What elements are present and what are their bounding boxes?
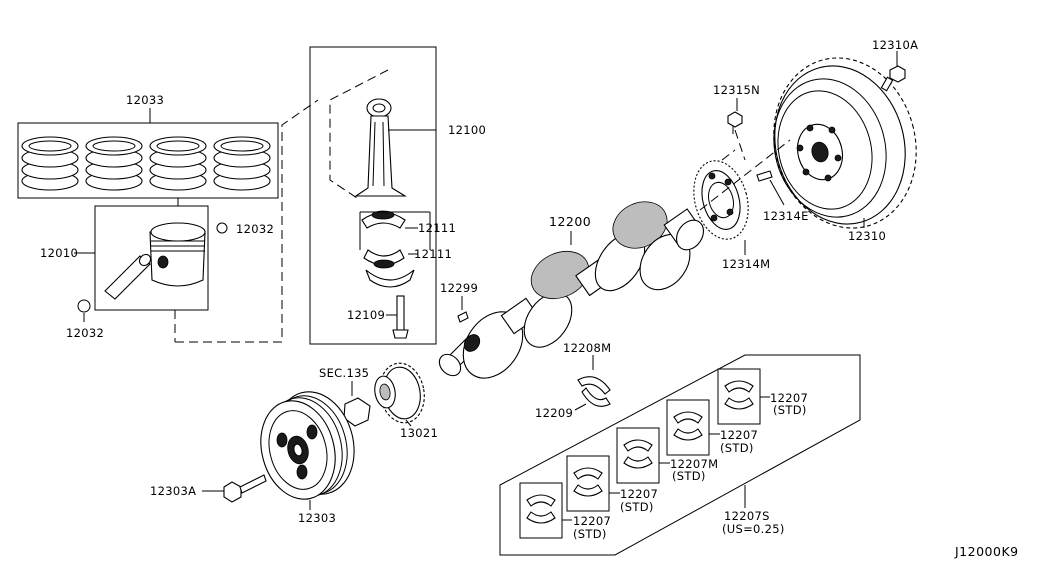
ring-stack-4 [213,136,271,191]
snap-ring-left[interactable] [77,299,91,313]
rod-bearing-lower[interactable] [363,249,405,269]
label-12310[interactable]: 12310 [848,229,886,243]
label-12207s-note[interactable]: (US=0.25) [722,522,785,536]
crankshaft-pulley[interactable] [250,383,365,508]
label-12314m[interactable]: 12314M [722,257,770,271]
snap-ring-right[interactable] [216,222,228,234]
ring-stack-1 [21,136,79,191]
label-bearing-1-std[interactable]: (STD) [573,527,607,541]
label-12200[interactable]: 12200 [549,214,591,229]
label-12315n[interactable]: 12315N [713,83,760,97]
label-12310a[interactable]: 12310A [872,38,918,52]
connecting-rod[interactable] [329,69,407,201]
label-bearing-1[interactable]: 12207 [573,514,611,528]
label-12100[interactable]: 12100 [448,123,486,137]
rod-cap [365,269,415,288]
piston-assembly[interactable] [94,205,209,311]
label-12209[interactable]: 12209 [535,406,573,420]
pulley-bolt[interactable] [223,474,267,503]
piston [149,222,206,287]
signal-plate-bolt[interactable] [727,111,743,134]
label-bearing-2[interactable]: 12207 [620,487,658,501]
connecting-rod-box [309,46,437,345]
label-12032-left[interactable]: 12032 [66,326,104,340]
label-bearing-2-std[interactable]: (STD) [620,500,654,514]
label-bearing-5-std[interactable]: (STD) [773,403,807,417]
ring-stack-2 [85,136,143,191]
label-sec135[interactable]: SEC.135 [319,366,369,380]
label-12207s[interactable]: 12207S [724,509,770,523]
figure-id: J12000K9 [954,544,1019,559]
main-bearing-tray [499,354,861,556]
main-bearing-box-2[interactable] [566,455,610,512]
label-12010[interactable]: 12010 [40,246,78,260]
label-12314e[interactable]: 12314E [763,209,809,223]
label-12111-lower[interactable]: 12111 [414,247,452,261]
piston-pin [104,253,152,300]
main-bearing-box-3[interactable] [616,427,660,484]
label-bearing-4-std[interactable]: (STD) [720,441,754,455]
label-13021[interactable]: 13021 [400,426,438,440]
label-12299[interactable]: 12299 [440,281,478,295]
label-12109[interactable]: 12109 [347,308,385,322]
label-12033[interactable]: 12033 [126,93,164,107]
label-bearing-5[interactable]: 12207 [770,391,808,405]
rod-bolt[interactable] [392,295,409,339]
main-bearing-box-5[interactable] [717,368,761,425]
rod-bearing-upper[interactable] [361,210,406,229]
flywheel[interactable] [755,42,935,244]
label-12208m[interactable]: 12208M [563,341,611,355]
crankshaft[interactable] [435,193,709,389]
label-12303a[interactable]: 12303A [150,484,196,498]
piston-ring-set[interactable] [17,122,279,199]
main-bearing-box-4[interactable] [666,399,710,456]
label-12111-upper[interactable]: 12111 [418,221,456,235]
label-bearing-4[interactable]: 12207 [720,428,758,442]
woodruff-key[interactable] [457,311,469,323]
signal-plate[interactable] [686,155,757,246]
crankshaft-sprocket[interactable] [372,360,429,427]
label-bearing-3[interactable]: 12207M [670,457,718,471]
label-bearing-3-std[interactable]: (STD) [672,469,706,483]
label-12303[interactable]: 12303 [298,511,336,525]
ring-stack-3 [149,136,207,191]
label-12032-right[interactable]: 12032 [236,222,274,236]
dowel-pin[interactable] [756,170,773,182]
thrust-washer[interactable] [577,376,611,407]
main-bearing-box-1[interactable] [519,482,563,539]
flywheel-bolt[interactable] [880,65,906,92]
